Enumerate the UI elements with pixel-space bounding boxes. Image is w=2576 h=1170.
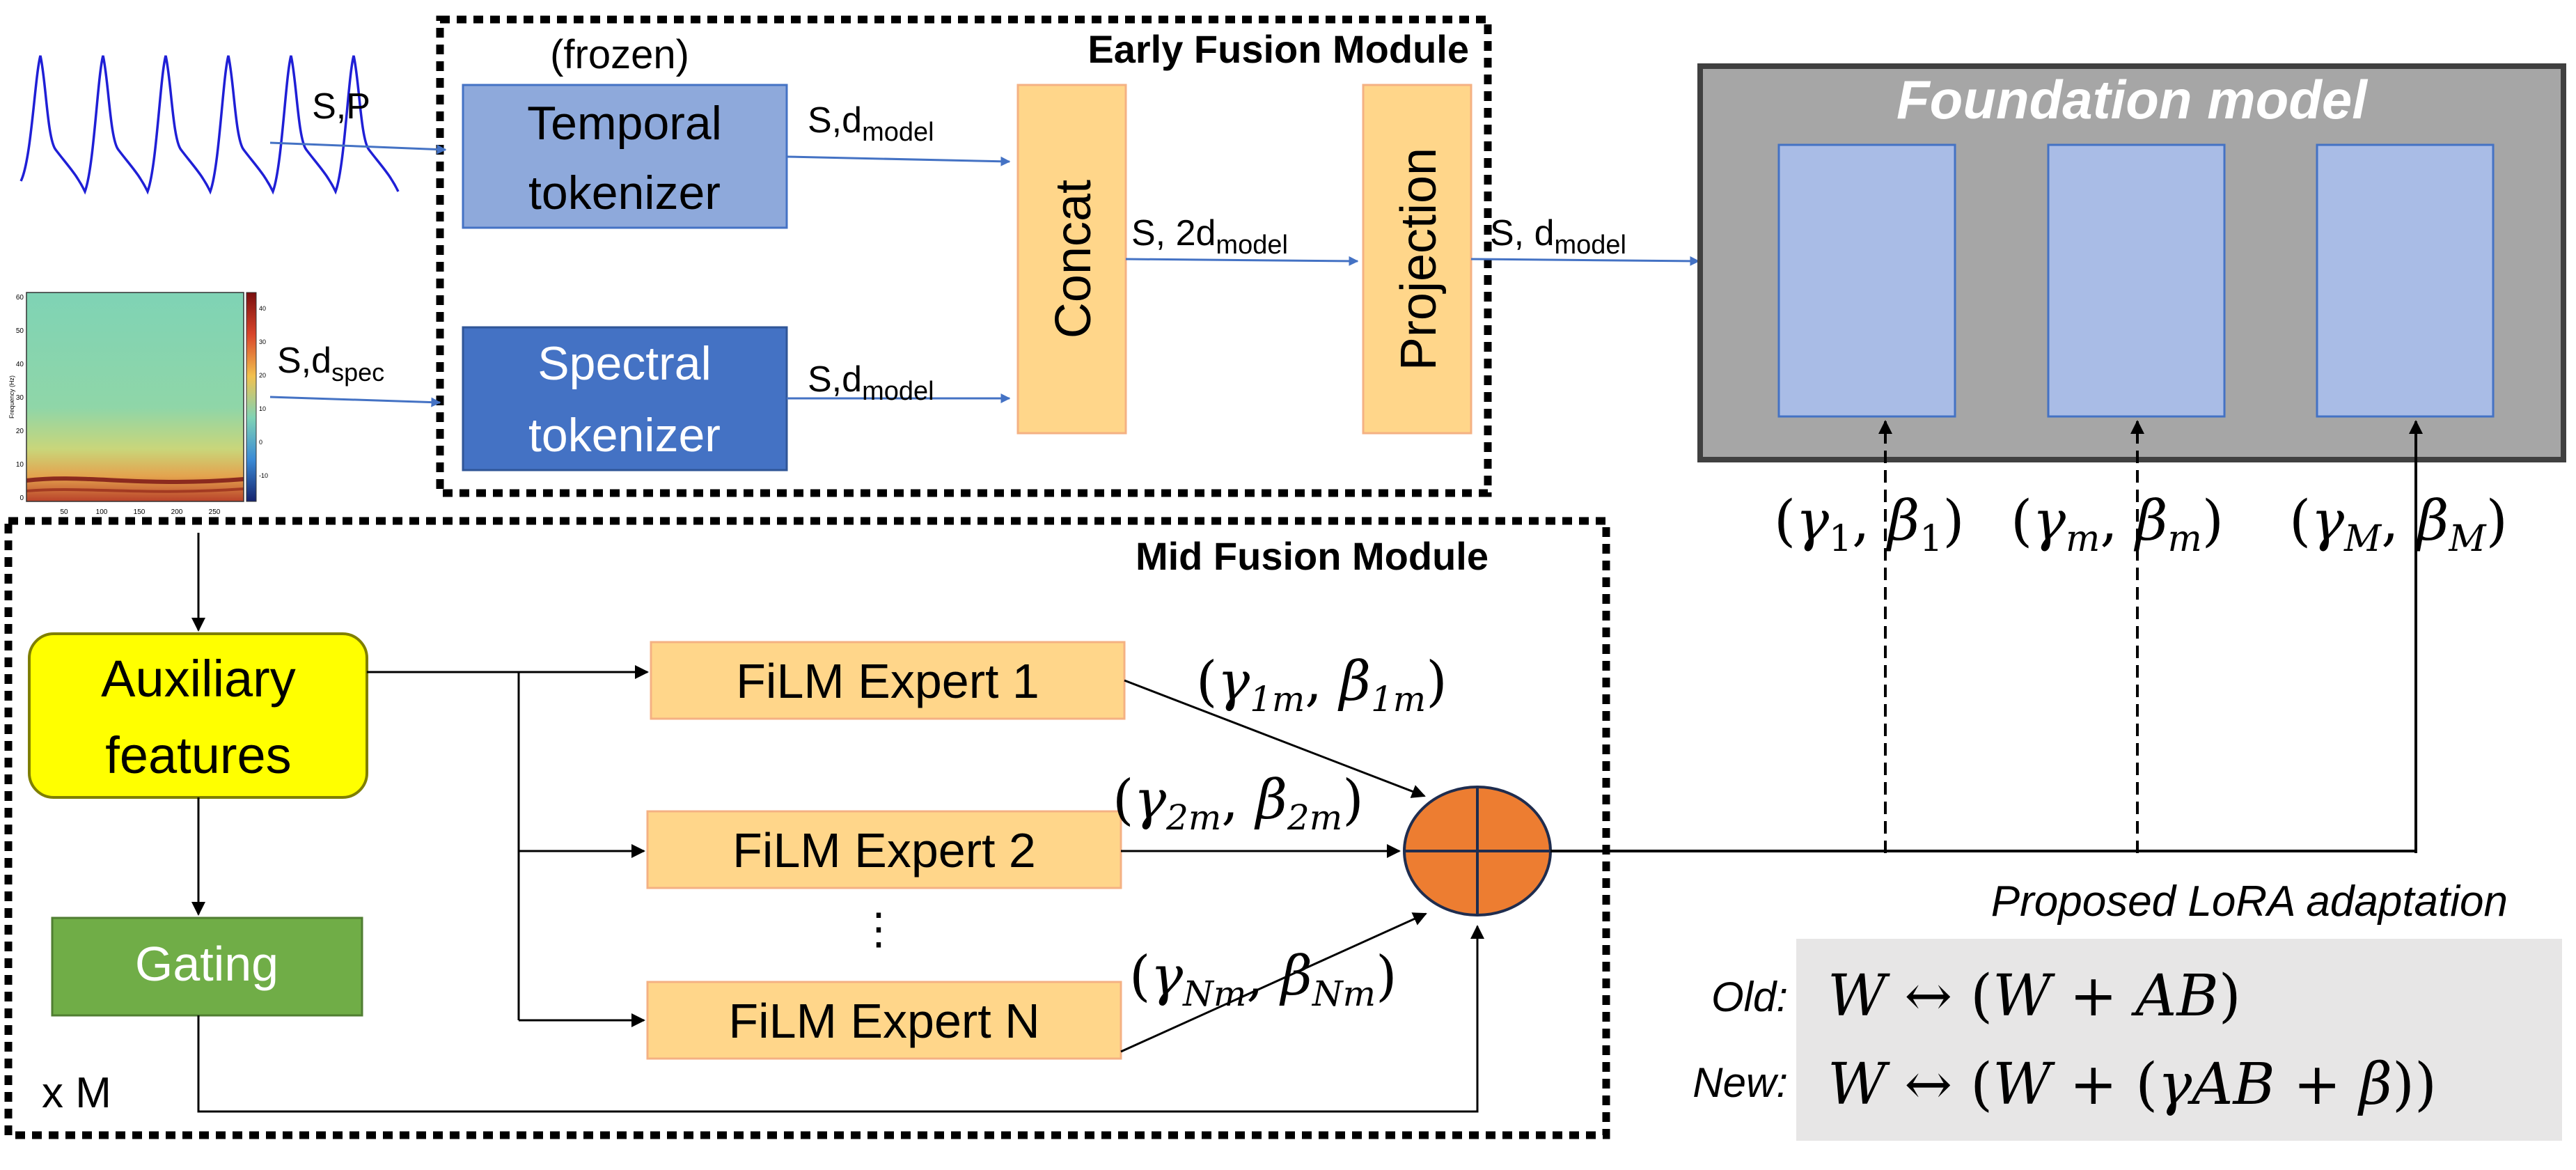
lora-new-label: New: <box>1693 1059 1788 1106</box>
colorbar-tick: -10 <box>259 472 268 479</box>
lora-old-equation: W ↔ (W + AB) <box>1828 963 2241 1029</box>
arrow-expert-N-to-sum <box>1120 912 1427 1053</box>
gating-box <box>51 916 363 1017</box>
foundation-model-title: Foundation model <box>1896 69 2368 130</box>
spectrogram-y-tick: 0 <box>19 494 24 502</box>
spectrogram-band <box>26 476 244 484</box>
waveform-signal <box>19 55 400 195</box>
film-expert-N-box <box>646 981 1122 1060</box>
colorbar-tick: 0 <box>259 439 262 446</box>
spectrogram-y-axis-label: Frequency (Hz) <box>8 375 15 419</box>
arrow-expert-1-to-sum <box>1124 679 1426 798</box>
auxiliary-features-label-line1: Auxiliary <box>101 650 296 708</box>
early-fusion-title: Early Fusion Module <box>1087 27 1469 71</box>
expert-2-params: (γ2m, β2m) <box>1113 769 1364 838</box>
repeat-label: x M <box>42 1069 111 1117</box>
spectral-tokenizer-label-line1: Spectral <box>537 337 711 390</box>
film-expert-2-label: FiLM Expert 2 <box>732 823 1036 878</box>
arrow-temporal-to-concat <box>786 155 1011 166</box>
spectral-tokenizer-label-line2: tokenizer <box>528 409 721 462</box>
early-fusion-border <box>436 15 1492 497</box>
arrow-concat-to-projection <box>1125 256 1359 266</box>
film-param-layer-M: (γM, βM) <box>2289 488 2508 560</box>
spectrogram-x-tick: 100 <box>96 508 108 516</box>
lora-equation-box <box>1796 939 2562 1141</box>
colorbar-tick: 30 <box>259 338 266 345</box>
film-expert-1-label: FiLM Expert 1 <box>736 654 1039 708</box>
spectrogram-x-tick: 250 <box>209 508 221 516</box>
colorbar-tick: 20 <box>259 372 266 379</box>
temporal-tokenizer-label-line1: Temporal <box>527 97 722 150</box>
arrow-spectrogram-to-spectral <box>269 396 441 407</box>
arrow-projection-to-foundation <box>1470 256 1700 266</box>
spectrogram: Frequency (Hz) 60 50 40 30 20 10 0 50 10… <box>8 292 268 516</box>
film-expert-1-box <box>650 641 1126 720</box>
edge-label-projection-output: S, dmodel <box>1490 213 1626 260</box>
spectrogram-y-tick: 10 <box>16 461 24 469</box>
sum-node <box>1403 786 1552 916</box>
expert-1-params: (γ1m, β1m) <box>1196 650 1447 719</box>
foundation-layer-M <box>2316 143 2495 418</box>
temporal-tokenizer-label-line2: tokenizer <box>528 166 721 219</box>
spectrogram-y-tick: 60 <box>16 294 24 302</box>
film-param-layer-1: (γ1, β1) <box>1774 488 1965 560</box>
spectrogram-x-tick: 50 <box>60 508 68 516</box>
spectrogram-band <box>26 488 244 493</box>
foundation-layer-m <box>2047 143 2226 418</box>
spectrogram-y-tick: 50 <box>16 327 24 335</box>
arrow-signal-to-temporal <box>269 141 447 155</box>
film-param-layer-m: (γm, βm) <box>2011 488 2224 560</box>
lora-new-equation: W ↔ (W + (γAB + β)) <box>1828 1052 2437 1118</box>
spectrogram-frame <box>26 292 244 502</box>
gating-to-sum-line <box>197 925 1484 1113</box>
projection-label: Projection <box>1391 148 1447 370</box>
edge-label-spectral-input: S,dspec <box>277 341 384 387</box>
concat-label: Concat <box>1046 180 1101 338</box>
spectrogram-x-tick: 150 <box>134 508 146 516</box>
concat-box <box>1016 84 1127 435</box>
gating-label: Gating <box>135 937 278 991</box>
edge-label-signal: S,P <box>312 86 370 127</box>
sum-output-bus <box>1550 850 2417 853</box>
film-expert-N-label: FiLM Expert N <box>728 994 1039 1048</box>
spectrogram-y-tick: 20 <box>16 428 24 435</box>
projection-box <box>1362 84 1472 435</box>
spectral-tokenizer-box <box>462 326 788 471</box>
temporal-tokenizer-box <box>462 84 788 229</box>
colorbar-tick: 40 <box>259 305 266 312</box>
spectrogram-y-tick: 30 <box>16 394 24 402</box>
edge-label-temporal-output: S,dmodel <box>808 100 934 147</box>
spectrogram-colorbar <box>246 292 257 502</box>
foundation-layer-1 <box>1777 143 1956 418</box>
mid-fusion-border <box>4 517 1610 1139</box>
spectrogram-image <box>26 292 244 501</box>
edge-label-spectral-output: S,dmodel <box>808 359 934 406</box>
auxiliary-features-label-line2: features <box>105 726 291 784</box>
frozen-note: (frozen) <box>550 32 689 77</box>
spectrogram-x-tick: 200 <box>171 508 183 516</box>
mid-fusion-title: Mid Fusion Module <box>1136 534 1489 578</box>
edge-label-concat-output: S, 2dmodel <box>1131 213 1288 260</box>
expert-ellipsis: ⋮ <box>857 905 900 953</box>
expert-N-params: (γNm, βNm) <box>1129 945 1397 1014</box>
lora-old-label: Old: <box>1711 974 1788 1020</box>
spectrogram-y-tick: 40 <box>16 361 24 368</box>
film-expert-2-box <box>646 810 1122 889</box>
lora-title: Proposed LoRA adaptation <box>1991 878 2508 926</box>
colorbar-tick: 10 <box>259 405 266 412</box>
